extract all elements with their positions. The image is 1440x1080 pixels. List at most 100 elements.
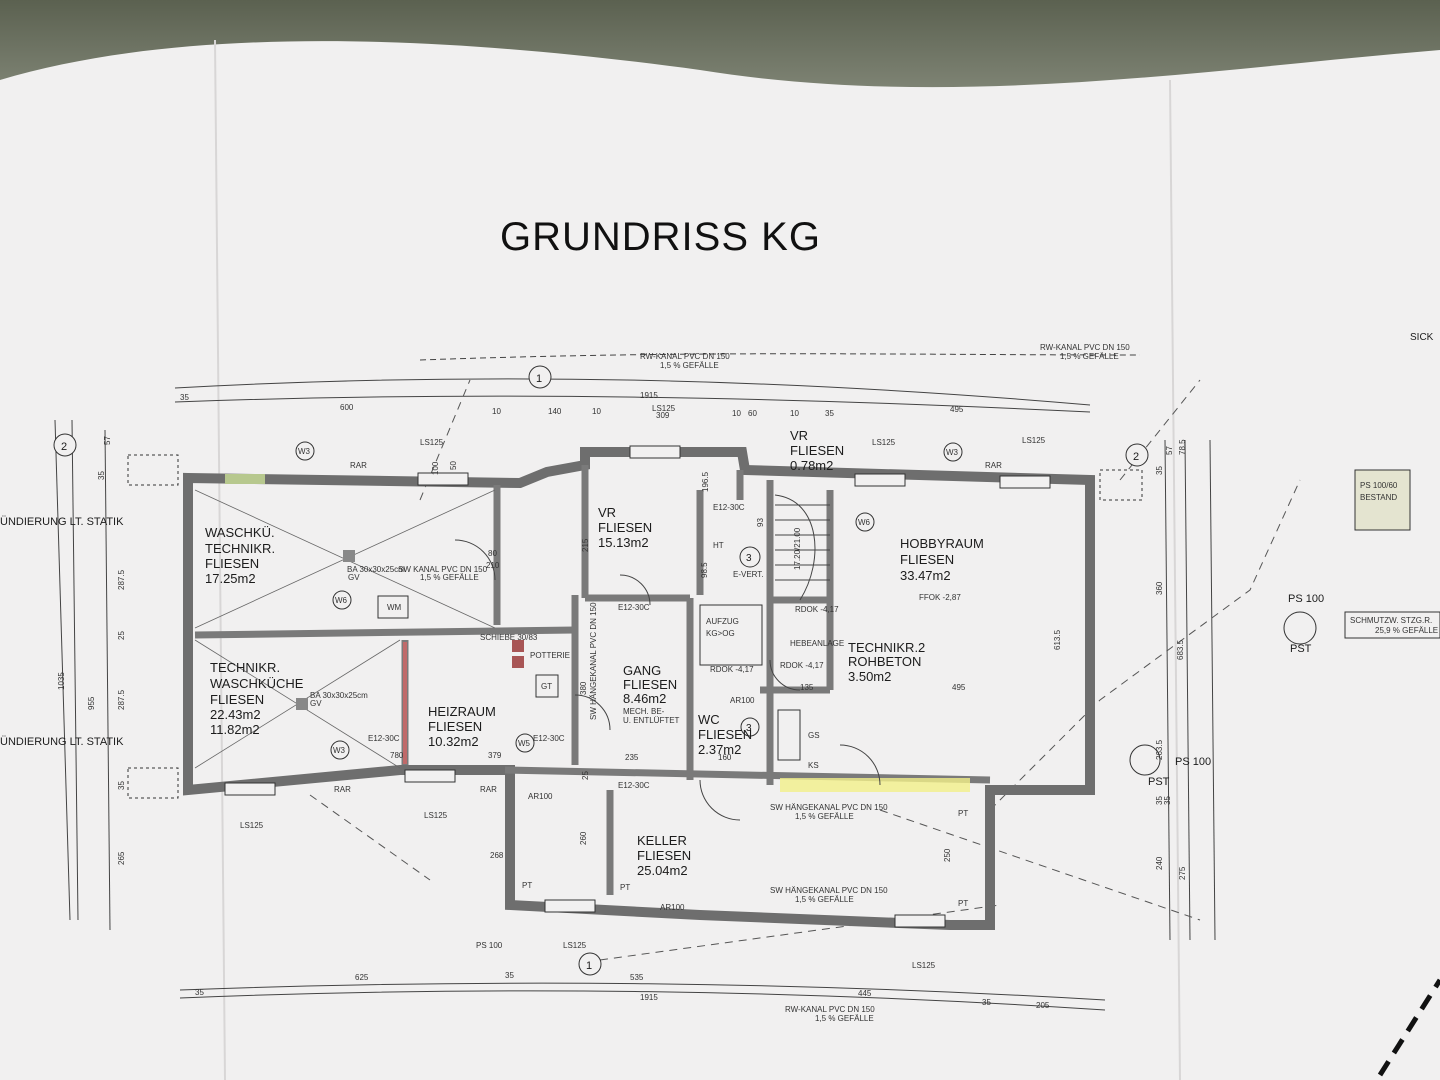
heating-wall (403, 642, 407, 764)
rar-tag: RAR (480, 785, 497, 794)
ba-label: BA 30x30x25cm (347, 565, 405, 574)
window-tag-w3: W3 (946, 448, 959, 457)
dim-left: 265 (117, 851, 126, 865)
grid-markers (53, 365, 1149, 976)
dim-top: 495 (950, 405, 964, 414)
gridmark-1-bottom: 1 (586, 960, 592, 972)
room-waschkueche: WASCHKÜ. TECHNIKR. FLIESEN 17.25m2 (205, 525, 275, 586)
pst-label: PST (1148, 776, 1170, 788)
dim-right: 613.5 (1053, 629, 1062, 650)
pipe-note-gang: SW HÄNGEKANAL PVC DN 150 (589, 602, 598, 720)
room-name: WASCHKÜ. (205, 525, 275, 540)
aufzug-label-2: KG>OG (706, 629, 735, 638)
dim-left: 955 (87, 696, 96, 710)
door-tag: E12-30C (368, 734, 400, 743)
pipe-note: 1,5 % GEFÄLLE (815, 1014, 874, 1023)
room-keller: KELLER FLIESEN 25.04m2 (637, 833, 691, 878)
dim-right: 240 (1155, 856, 1164, 870)
room-name: TECHNIKR. (210, 660, 280, 675)
wall-highlight (225, 474, 265, 484)
paper-sheet (0, 41, 1440, 1080)
pipe-note: 1,5 % GEFÄLLE (795, 812, 854, 821)
opening-highlight (780, 778, 970, 792)
paper-fold-right (1169, 79, 1181, 1080)
dim-bottom: 205 (1036, 1001, 1050, 1010)
gs-label: GS (808, 731, 820, 740)
potterie-label: POTTERIE (530, 651, 570, 660)
dim-bottom: 445 (858, 989, 872, 998)
room-finish: FLIESEN (210, 692, 264, 707)
dim-top: 600 (340, 403, 354, 412)
room-area: 15.13m2 (598, 535, 649, 550)
room-area-2: 11.82m2 (210, 722, 260, 737)
room-name: HOBBYRAUM (900, 536, 984, 551)
dim-right: 263.5 (1155, 739, 1164, 760)
dim-left: 1035 (57, 672, 66, 690)
ls125-tag: LS125 (563, 941, 587, 950)
dim-top: 140 (548, 407, 562, 416)
ls125-tag: LS125 (912, 961, 936, 970)
ks-label: KS (808, 761, 819, 770)
dim-inner: 135 (800, 683, 814, 692)
room-area: 17.25m2 (205, 571, 256, 586)
ba-label: BA 30x30x25cm (310, 691, 368, 700)
dimension-text-inner: 80 210 100 50 196.5 93 98.5 215 379 495 … (390, 461, 966, 862)
schiebe-label: SCHIEBE 30/83 (480, 633, 538, 642)
dim-inner: 196.5 (701, 471, 710, 492)
room-technikraum-2: TECHNIKR.2 ROHBETON 3.50m2 (848, 640, 925, 684)
evert-label: E-VERT. (733, 570, 764, 579)
dim-inner: 25 (581, 771, 590, 780)
bestand-label: BESTAND (1360, 493, 1397, 502)
room-finish: ROHBETON (848, 654, 921, 669)
room-note-2: U. ENTLÜFTET (623, 716, 680, 725)
rdok-label: RDOK -4,17 (710, 665, 754, 674)
dim-bottom: 35 (195, 988, 204, 997)
dim-top: 35 (180, 393, 189, 402)
dim-top: 10 (732, 409, 741, 418)
window-tag-w5: W5 (518, 739, 531, 748)
door-tag: E12-30C (713, 503, 745, 512)
gt-label: GT (541, 682, 552, 691)
dim-inner: 268 (490, 851, 504, 860)
room-name: TECHNIKR.2 (848, 640, 925, 655)
dim-inner: 50 (449, 461, 458, 470)
room-area: 22.43m2 (210, 707, 261, 722)
dim-right: 275 (1178, 866, 1187, 880)
dimension-text-right: 35 57 78.5 360 683.5 613.5 35 240 275 26… (1053, 439, 1187, 880)
door-tag: E12-30C (618, 781, 650, 790)
door-tag: E12-30C (533, 734, 565, 743)
foundation-note: ÜNDIERUNG LT. STATIK (0, 736, 124, 748)
walls (183, 447, 1095, 930)
dimension-text-bottom: 35 625 35 535 445 35 205 1915 (195, 971, 1050, 1010)
schmutz-label: SCHMUTZW. STZG.R. (1350, 616, 1432, 625)
stairs (774, 494, 830, 601)
dim-top: 309 (656, 411, 670, 420)
dim-inner: 210 (486, 561, 500, 570)
pipe-note: RW-KANAL PVC DN 150 (640, 352, 730, 361)
dim-inner: 780 (390, 751, 404, 760)
gv-label: GV (310, 699, 322, 708)
dim-right: 35 (1155, 796, 1164, 805)
dim-inner: 235 (625, 753, 639, 762)
room-area: 3.50m2 (848, 669, 891, 684)
room-note: MECH. BE- (623, 707, 665, 716)
dim-inner: 98.5 (700, 562, 709, 578)
dim-left: 25 (117, 631, 126, 640)
pipe-note: 1,5 % GEFÄLLE (660, 361, 719, 370)
room-wc: WC FLIESEN 2.37m2 (698, 712, 752, 757)
rar-tag: RAR (985, 461, 1002, 470)
hebeanlage-label: HEBEANLAGE (790, 639, 844, 648)
window-tag-w6: W6 (335, 596, 348, 605)
schmutz-label-2: 25,9 % GEFÄLLE (1375, 626, 1438, 635)
ffok-label: FFOK -2,87 (919, 593, 961, 602)
room-finish: FLIESEN (790, 443, 844, 458)
pipe-note: SW HÄNGEKANAL PVC DN 150 (770, 803, 888, 812)
room-area: 0.78m2 (790, 458, 833, 473)
room-name: HEIZRAUM (428, 704, 496, 719)
window-tag-w3: W3 (298, 447, 311, 456)
dim-right: 35 (1155, 466, 1164, 475)
pt-tag: PT (522, 881, 532, 890)
dimension-text-top: 35 600 10 140 10 309 10 60 10 35 495 191… (180, 391, 964, 420)
room-name: GANG (623, 663, 661, 678)
